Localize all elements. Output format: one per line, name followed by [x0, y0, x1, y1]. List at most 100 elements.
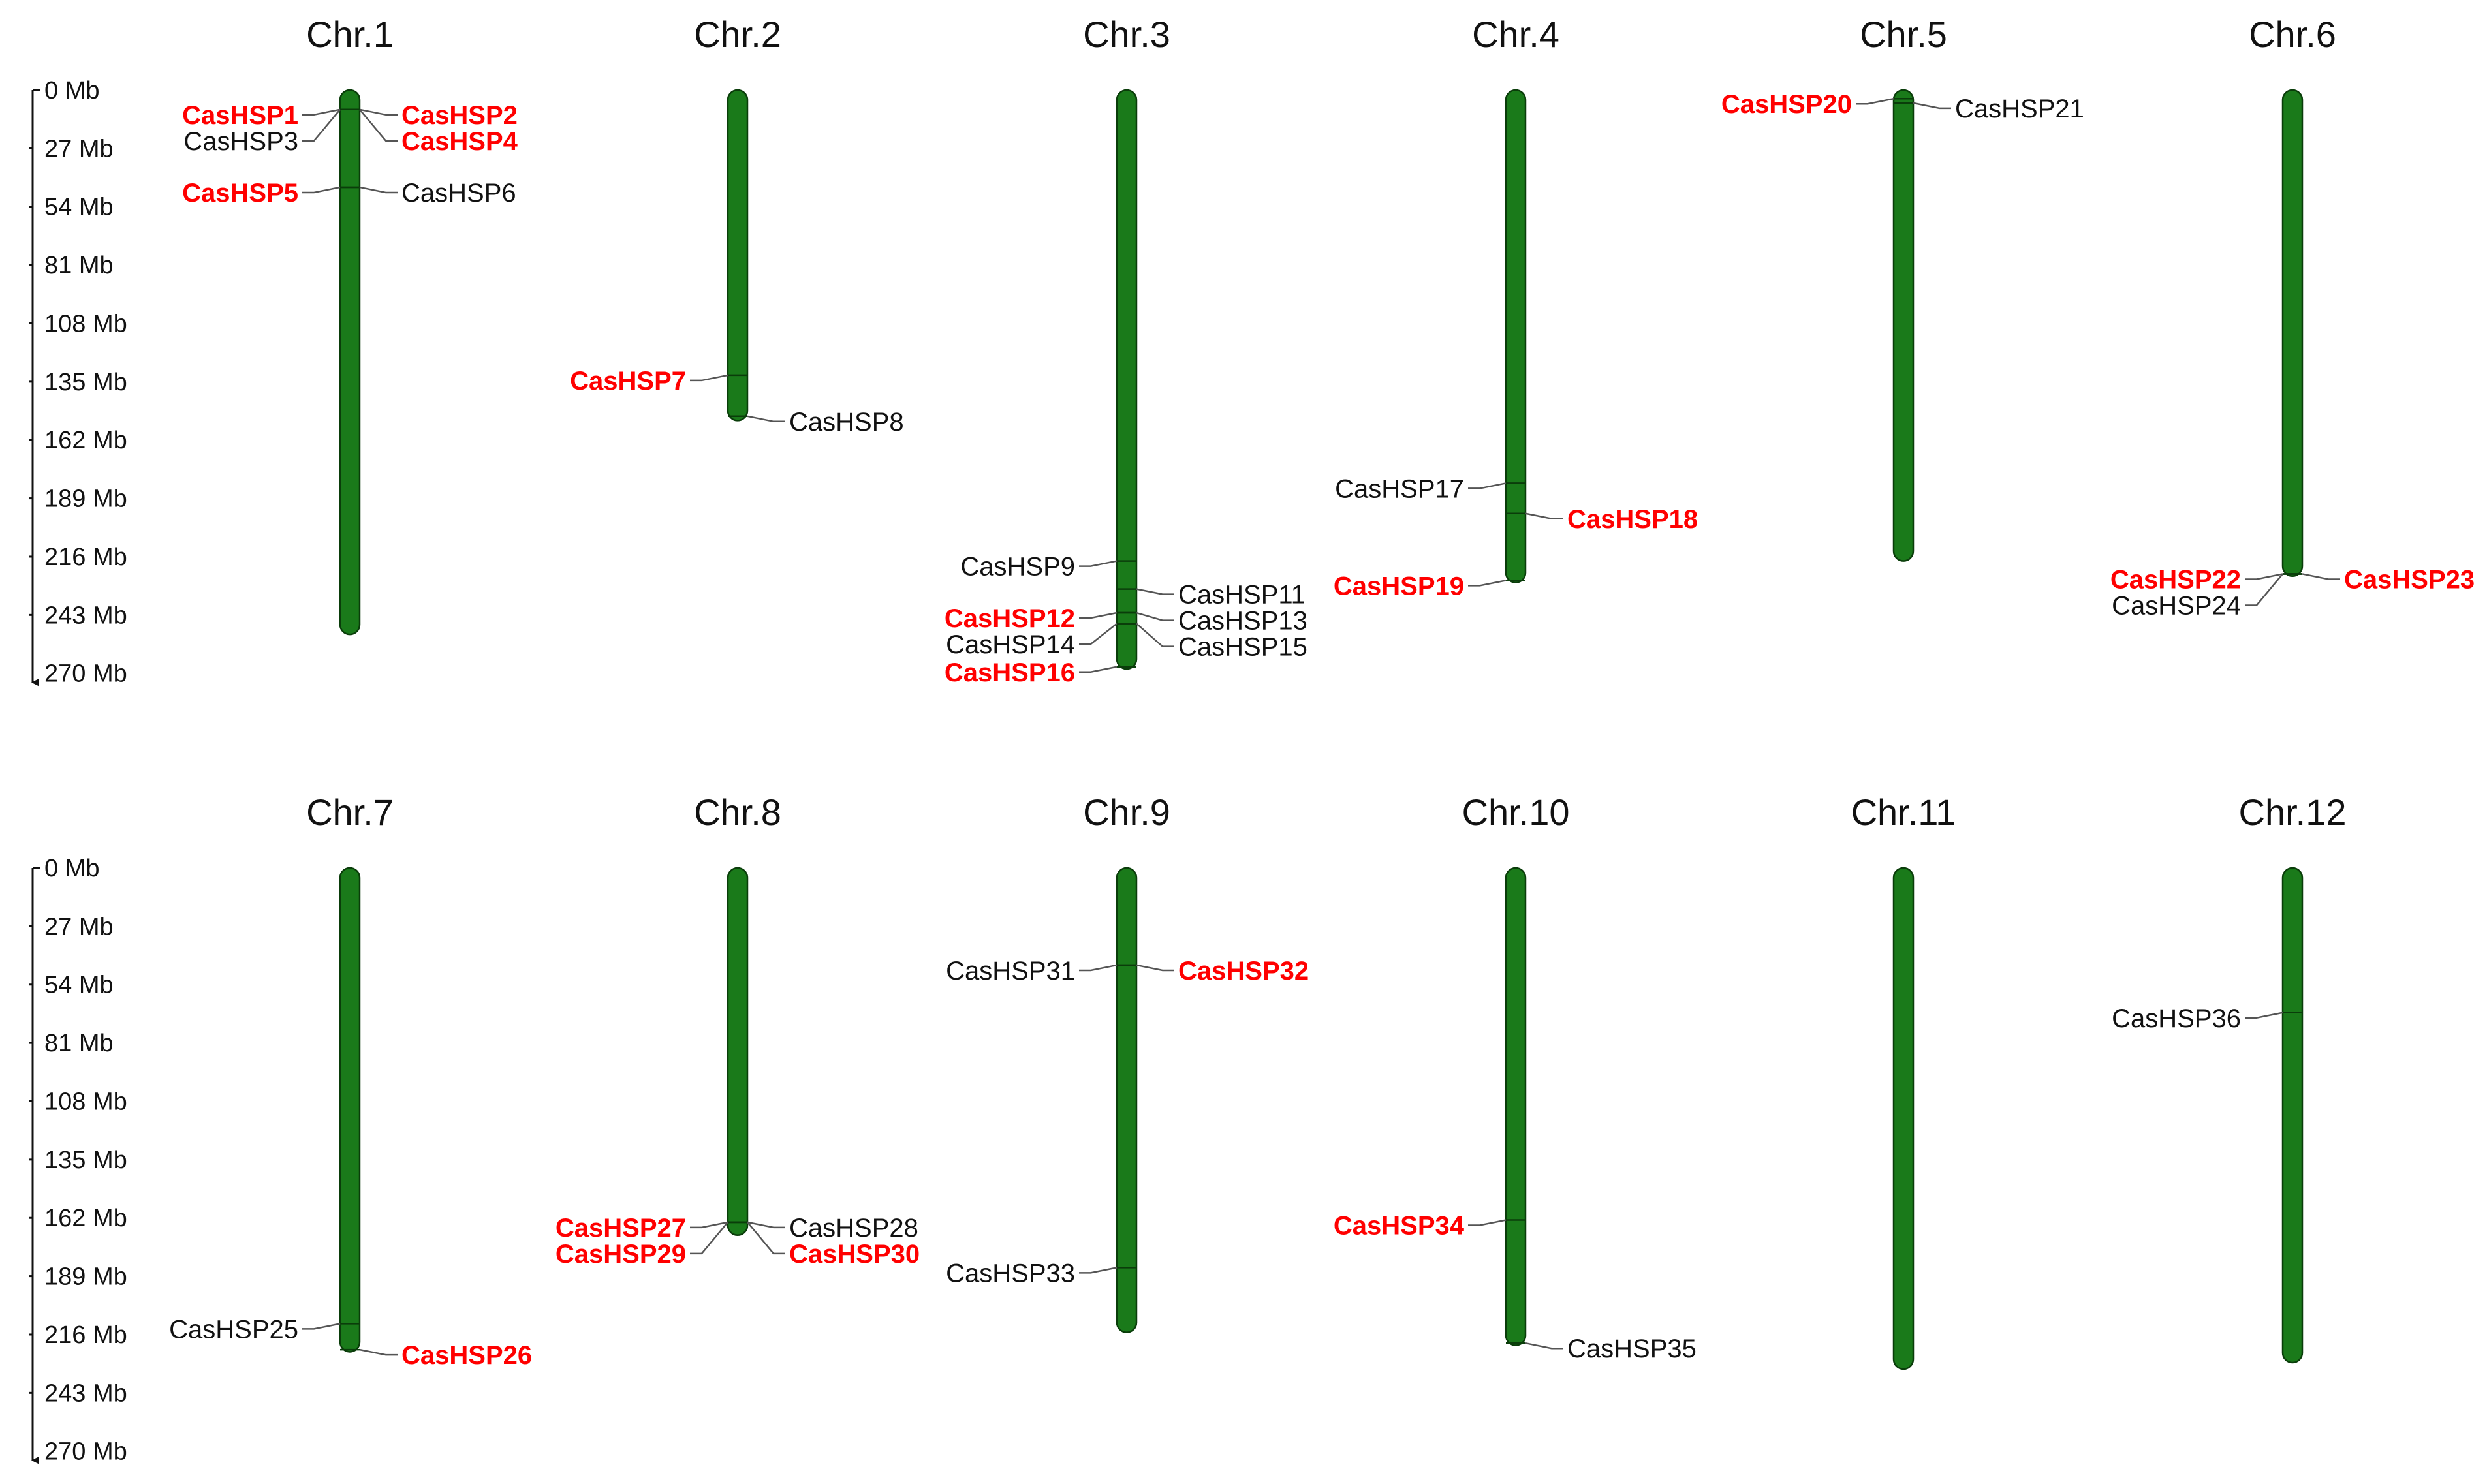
gene-leader-line: [1856, 98, 1894, 105]
gene-leader-line: [690, 1222, 728, 1255]
gene-leader-line: [1136, 611, 1174, 621]
scale-tick-label: 216 Mb: [44, 544, 127, 571]
gene-leader-line: [1136, 588, 1174, 595]
gene-label: CasHSP29: [555, 1240, 686, 1269]
gene-leader-line: [2302, 573, 2340, 580]
gene-label: CasHSP20: [1721, 90, 1852, 119]
gene-label: CasHSP28: [789, 1214, 918, 1243]
gene-label: CasHSP33: [946, 1259, 1075, 1288]
chromosome-bar: [1505, 89, 1527, 583]
gene-label: CasHSP19: [1334, 572, 1464, 600]
chromosome-bar: [1505, 867, 1527, 1346]
gene-label: CasHSP16: [945, 658, 1075, 687]
gene-leader-line: [359, 108, 398, 116]
chromosome-title: Chr.12: [2239, 792, 2347, 833]
gene-leader-line: [302, 186, 341, 194]
chromosome-title: Chr.7: [306, 792, 394, 833]
gene-label: CasHSP26: [401, 1341, 532, 1370]
gene-leader-line: [690, 374, 728, 382]
scale-tick-label: 135 Mb: [44, 1147, 127, 1174]
scale-tick-label: 0 Mb: [44, 855, 99, 882]
chromosome-bar: [2281, 867, 2304, 1364]
chromosome-title: Chr.8: [694, 792, 781, 833]
gene-leader-line: [1079, 623, 1118, 645]
gene-label: CasHSP15: [1178, 633, 1307, 662]
chromosome-title: Chr.3: [1083, 14, 1170, 55]
chromosome-title: Chr.10: [1462, 792, 1570, 833]
chromosome-11: Chr.11: [1851, 792, 1956, 1370]
gene-label: CasHSP3: [183, 127, 298, 156]
gene-label: CasHSP22: [2110, 565, 2241, 594]
gene-leader-line: [1468, 1219, 1507, 1226]
gene-label: CasHSP21: [1955, 95, 2084, 123]
gene-label: CasHSP23: [2344, 565, 2475, 594]
scale-tick-label: 216 Mb: [44, 1322, 127, 1349]
gene-leader-line: [690, 1221, 728, 1229]
gene-leader-line: [1525, 512, 1563, 520]
chromosome-bar: [339, 89, 361, 636]
gene-label: CasHSP9: [960, 553, 1075, 581]
scale-tick-label: 135 Mb: [44, 369, 127, 396]
gene-leader-line: [1079, 666, 1118, 673]
gene-label: CasHSP13: [1178, 607, 1307, 636]
gene-label: CasHSP7: [570, 367, 686, 395]
gene-label: CasHSP1: [182, 101, 298, 130]
gene-leader-line: [1079, 611, 1118, 619]
gene-label: CasHSP27: [555, 1214, 686, 1243]
gene-leader-line: [1079, 964, 1118, 972]
gene-label: CasHSP30: [789, 1240, 920, 1269]
gene-label: CasHSP2: [401, 101, 518, 130]
gene-label: CasHSP11: [1178, 581, 1306, 610]
scale-tick-label: 27 Mb: [44, 135, 114, 162]
gene-label: CasHSP24: [2112, 591, 2241, 620]
chromosome-title: Chr.11: [1851, 792, 1956, 833]
scale-tick-label: 81 Mb: [44, 252, 114, 279]
gene-label: CasHSP36: [2112, 1004, 2241, 1033]
gene-label: CasHSP32: [1178, 957, 1309, 985]
gene-leader-line: [1079, 1267, 1118, 1274]
chromosome-title: Chr.1: [306, 14, 394, 55]
scale-tick-label: 189 Mb: [44, 486, 127, 513]
scale-tick-label: 54 Mb: [44, 194, 114, 221]
gene-leader-line: [747, 1222, 785, 1255]
scale-tick-label: 108 Mb: [44, 1088, 127, 1115]
scale-tick-label: 54 Mb: [44, 972, 114, 999]
chromosome-bar: [1892, 867, 1915, 1370]
gene-label: CasHSP8: [789, 408, 904, 437]
chromosome-title: Chr.2: [694, 14, 781, 55]
gene-leader-line: [1136, 964, 1174, 972]
gene-label: CasHSP12: [945, 604, 1075, 633]
gene-label: CasHSP6: [401, 179, 516, 208]
chromosome-1: Chr.1CasHSP1CasHSP3CasHSP5CasHSP2CasHSP4…: [182, 14, 518, 636]
scale-tick-label: 243 Mb: [44, 1380, 127, 1407]
gene-leader-line: [1913, 102, 1951, 110]
chromosome-bar: [1116, 867, 1138, 1333]
scale-tick-label: 81 Mb: [44, 1030, 114, 1057]
gene-label: CasHSP31: [946, 957, 1075, 985]
scale-tick-label: 270 Mb: [44, 1438, 127, 1466]
chromosome-title: Chr.5: [1860, 14, 1947, 55]
scale-tick-label: 243 Mb: [44, 602, 127, 629]
gene-label: CasHSP14: [946, 630, 1075, 659]
chromosome-bar: [2281, 89, 2304, 577]
gene-leader-line: [1136, 623, 1174, 647]
gene-label: CasHSP25: [169, 1315, 298, 1344]
scale-tick-label: 162 Mb: [44, 427, 127, 454]
gene-leader-line: [1525, 1342, 1563, 1350]
gene-leader-line: [2245, 573, 2283, 606]
gene-leader-line: [1079, 560, 1118, 567]
gene-leader-line: [2245, 573, 2283, 580]
scale-tick-label: 270 Mb: [44, 660, 127, 688]
chromosome-bar: [1892, 89, 1915, 562]
